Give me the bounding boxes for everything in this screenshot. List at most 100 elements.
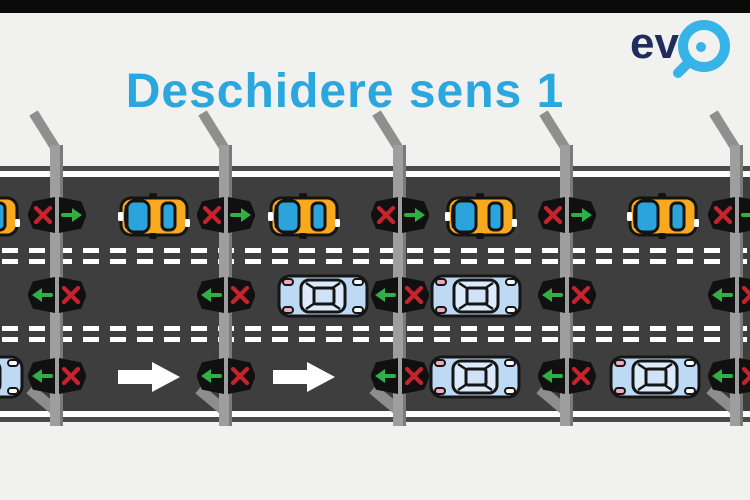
signal-panel-left: [708, 277, 735, 313]
signal-panel-left: [371, 358, 398, 394]
lane-signal: [708, 197, 750, 233]
green-arrow-left-icon: [201, 288, 222, 302]
yellow-car: [268, 192, 340, 240]
top-bar: [0, 0, 750, 13]
green-arrow-left-icon: [201, 369, 222, 383]
blue-car: [0, 354, 24, 400]
lane-divider-dash-row: [2, 259, 750, 264]
road-edge-line: [0, 411, 750, 417]
signal-panel-right: [228, 358, 255, 394]
signal-panel-left: [197, 197, 224, 233]
signal-panel-right: [59, 197, 86, 233]
lane-divider-dash-row: [2, 248, 750, 253]
red-x-icon: [404, 367, 424, 385]
lane-divider-dash-row: [2, 337, 750, 342]
lane-signal: [538, 197, 596, 233]
signal-panel-right: [569, 277, 596, 313]
signal-panel-left: [538, 358, 565, 394]
lane-signal: [371, 197, 429, 233]
red-x-icon: [230, 367, 250, 385]
lane-signal: [28, 197, 86, 233]
lane-divider: [0, 326, 750, 342]
yellow-car: [0, 192, 20, 240]
red-x-icon: [571, 367, 591, 385]
lane-signal: [708, 277, 750, 313]
red-x-icon: [741, 286, 750, 304]
red-x-icon: [61, 367, 81, 385]
signal-panel-left: [28, 358, 55, 394]
yellow-car: [445, 192, 517, 240]
lane-signal: [371, 358, 429, 394]
green-arrow-right-icon: [230, 208, 251, 222]
red-x-icon: [376, 206, 396, 224]
brand-logo: ev: [630, 0, 750, 90]
red-x-icon: [33, 206, 53, 224]
direction-arrow-icon: [118, 361, 182, 393]
signal-panel-right: [402, 358, 429, 394]
blue-car: [429, 354, 521, 400]
lane-signal: [708, 358, 750, 394]
green-arrow-right-icon: [571, 208, 592, 222]
signal-panel-right: [739, 358, 750, 394]
yellow-car: [627, 192, 699, 240]
lane-signal: [197, 197, 255, 233]
lane-signal: [197, 358, 255, 394]
green-arrow-left-icon: [542, 288, 563, 302]
red-x-icon: [230, 286, 250, 304]
road-edge-line: [0, 171, 750, 177]
signal-panel-right: [402, 197, 429, 233]
blue-car: [430, 273, 522, 319]
page-title: Deschidere sens 1: [125, 65, 565, 118]
green-arrow-left-icon: [542, 369, 563, 383]
lane-signal: [28, 358, 86, 394]
signal-panel-left: [538, 197, 565, 233]
lane-signal: [371, 277, 429, 313]
signal-panel-right: [59, 277, 86, 313]
signal-panel-right: [59, 358, 86, 394]
lane-signal: [197, 277, 255, 313]
green-arrow-right-icon: [61, 208, 82, 222]
brand-logo-text: ev: [630, 19, 679, 68]
yellow-car: [118, 192, 190, 240]
signal-panel-left: [708, 197, 735, 233]
road-edge-outer: [0, 417, 750, 422]
blue-car: [277, 273, 369, 319]
signal-panel-left: [197, 277, 224, 313]
green-arrow-left-icon: [32, 288, 53, 302]
signal-panel-left: [538, 277, 565, 313]
lane-signal: [538, 277, 596, 313]
red-x-icon: [202, 206, 222, 224]
blue-car: [609, 354, 701, 400]
green-arrow-right-icon: [741, 213, 750, 217]
signal-panel-left: [28, 277, 55, 313]
red-x-icon: [61, 286, 81, 304]
lane-divider: [0, 248, 750, 264]
red-x-icon: [404, 286, 424, 304]
green-arrow-left-icon: [712, 369, 733, 383]
signal-panel-right: [402, 277, 429, 313]
signal-panel-left: [371, 197, 398, 233]
lane-signal: [538, 358, 596, 394]
signal-panel-left: [708, 358, 735, 394]
signal-panel-left: [371, 277, 398, 313]
signal-panel-right: [569, 358, 596, 394]
green-arrow-left-icon: [375, 288, 396, 302]
signal-panel-right: [739, 277, 750, 313]
signal-panel-right: [228, 197, 255, 233]
brand-logo-mark-icon: [673, 20, 730, 78]
lane-divider-dash-row: [2, 326, 750, 331]
green-arrow-left-icon: [375, 369, 396, 383]
green-arrow-right-icon: [404, 208, 425, 222]
direction-arrow-icon: [273, 361, 337, 393]
red-x-icon: [713, 206, 733, 224]
green-arrow-left-icon: [712, 288, 733, 302]
signal-panel-left: [28, 197, 55, 233]
lane-signal: [28, 277, 86, 313]
signal-panel-right: [569, 197, 596, 233]
signal-panel-right: [228, 277, 255, 313]
red-x-icon: [543, 206, 563, 224]
green-arrow-left-icon: [32, 369, 53, 383]
signal-panel-left: [197, 358, 224, 394]
